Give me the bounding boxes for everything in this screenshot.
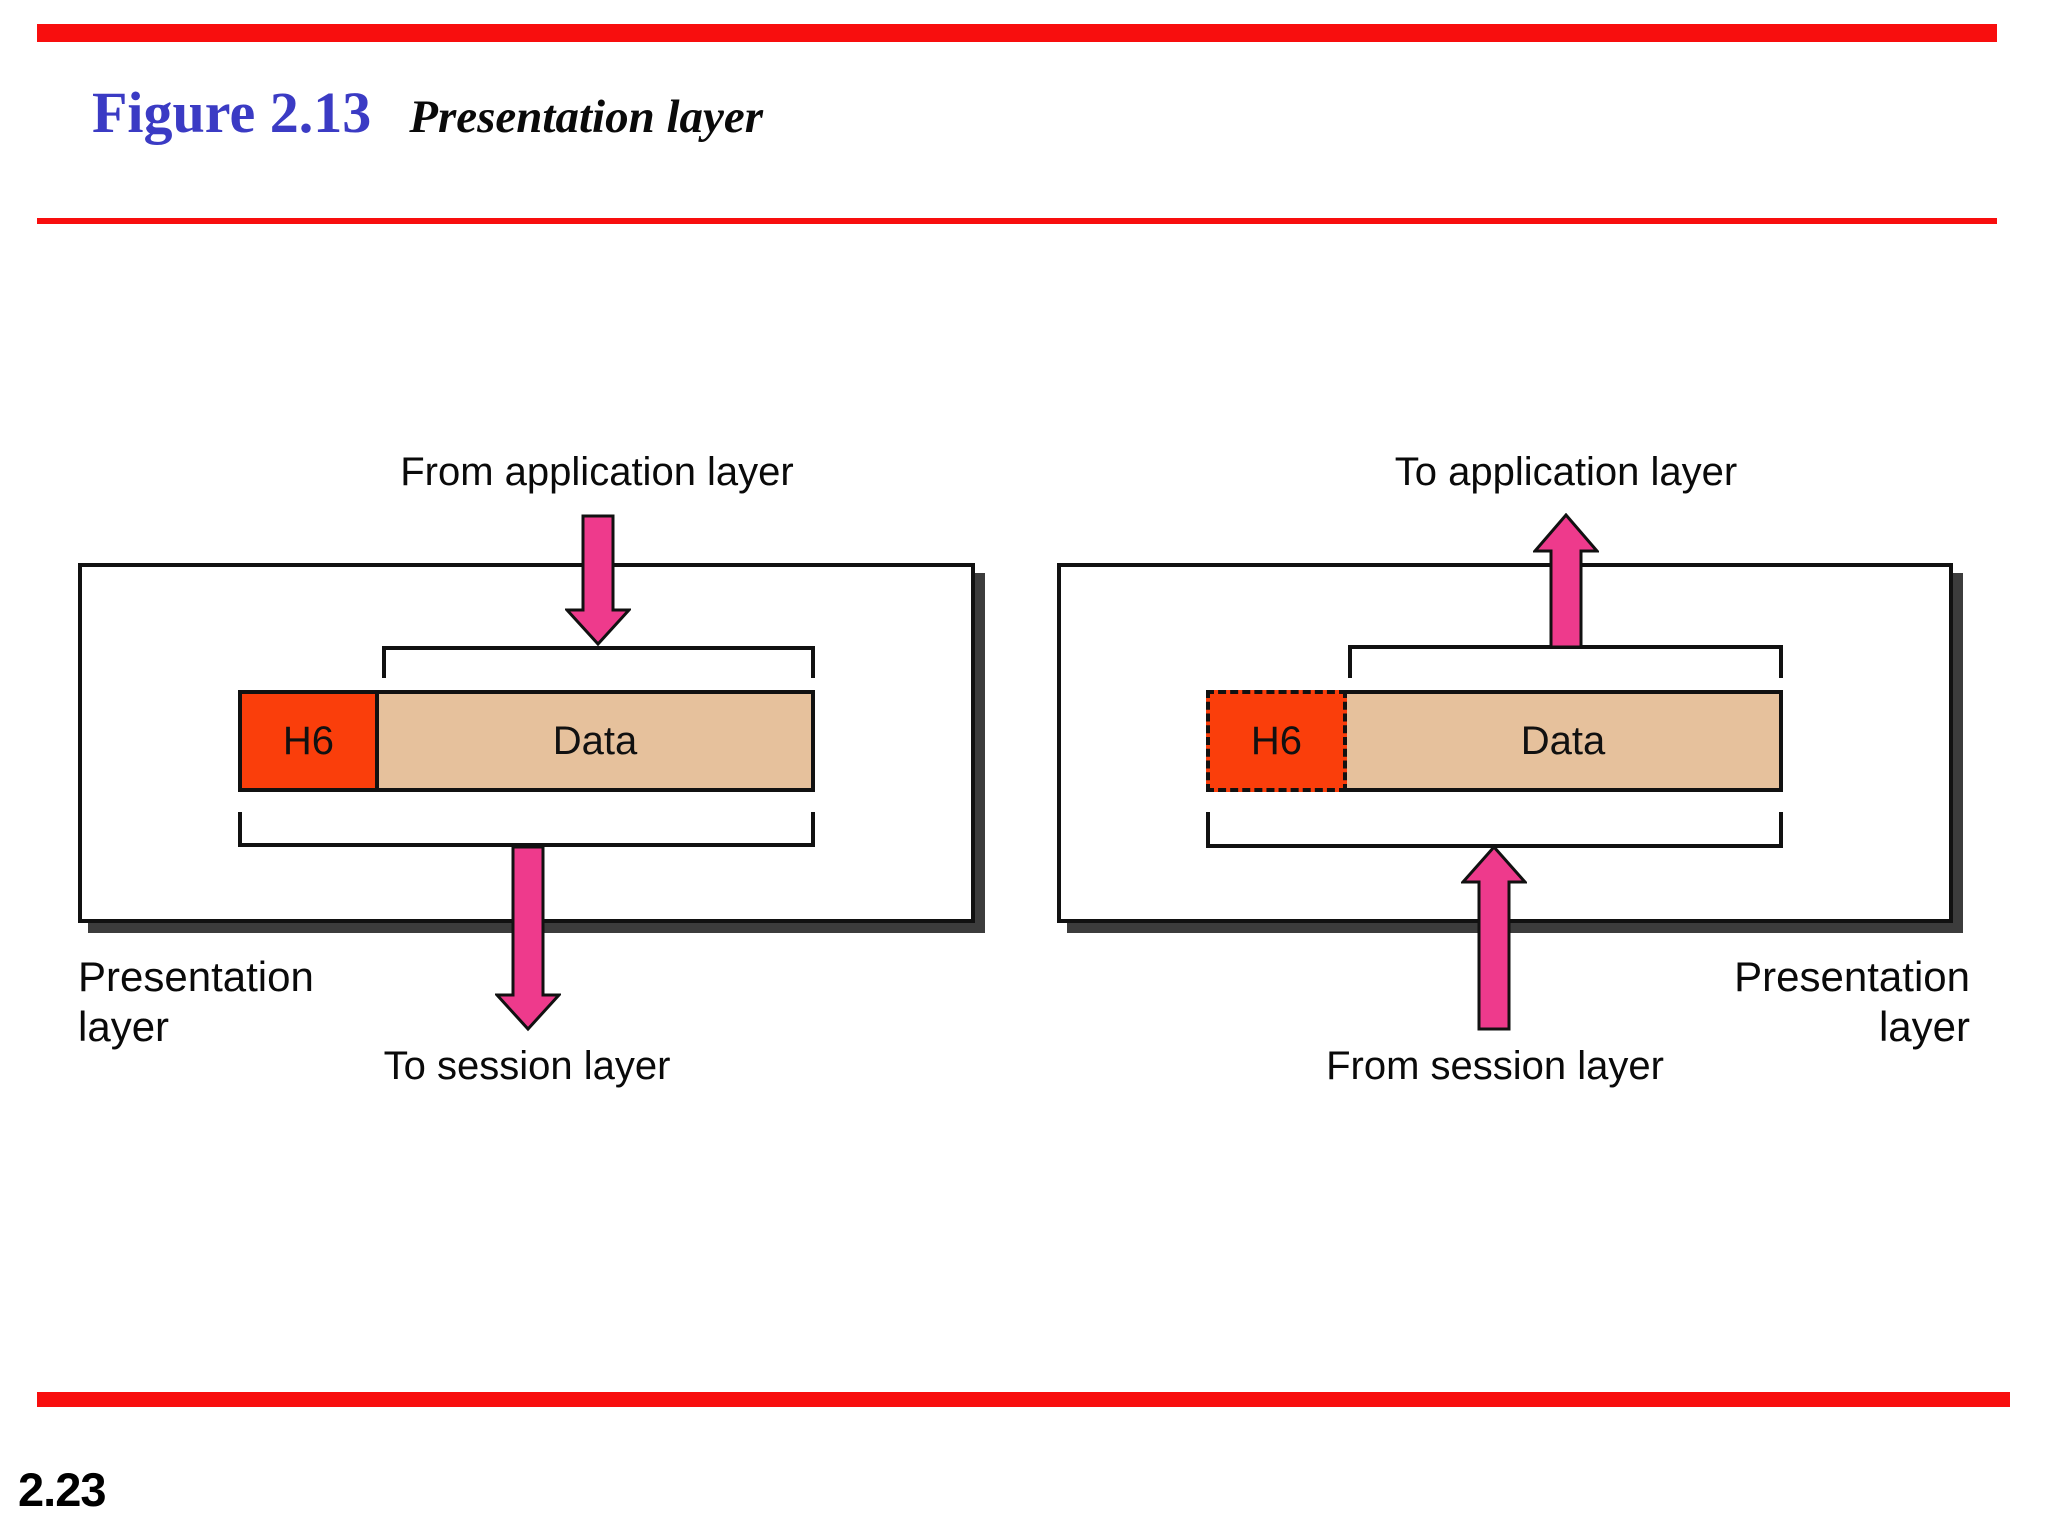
right-packet: H6 Data	[1206, 690, 1783, 792]
figure-caption: Presentation layer	[409, 91, 764, 143]
title-rule-line	[37, 218, 1997, 224]
down-arrow-icon	[495, 847, 561, 1032]
top-red-bar	[37, 24, 1997, 42]
left-outgoing-packet-bracket	[238, 812, 815, 847]
to-session-layer-label: To session layer	[383, 1044, 671, 1088]
down-arrow-icon	[565, 514, 631, 647]
right-presentation-layer-label: Presentation layer	[1734, 952, 1970, 1052]
left-incoming-data-bracket	[382, 646, 815, 678]
left-presentation-layer-label: Presentation layer	[78, 952, 314, 1052]
page-number: 2.23	[18, 1463, 106, 1516]
side-label-line: layer	[1878, 1003, 1970, 1050]
slide-title: Figure 2.13 Presentation layer	[92, 78, 1892, 148]
left-h6-header: H6	[238, 690, 379, 792]
figure-number: Figure 2.13	[92, 80, 372, 145]
left-data-field: Data	[379, 690, 815, 792]
to-application-layer-label: To application layer	[1394, 450, 1738, 494]
right-outgoing-data-bracket	[1348, 645, 1783, 678]
right-data-field: Data	[1347, 690, 1783, 792]
side-label-line: Presentation	[78, 953, 314, 1000]
up-arrow-icon	[1533, 513, 1599, 647]
side-label-line: Presentation	[1734, 953, 1970, 1000]
up-arrow-icon	[1461, 846, 1527, 1031]
side-label-line: layer	[78, 1003, 170, 1050]
bottom-red-bar	[37, 1392, 2010, 1407]
right-h6-header: H6	[1206, 690, 1347, 792]
left-packet: H6 Data	[238, 690, 815, 792]
from-application-layer-label: From application layer	[400, 450, 794, 494]
from-session-layer-label: From session layer	[1326, 1044, 1664, 1088]
right-incoming-packet-bracket	[1206, 812, 1783, 848]
